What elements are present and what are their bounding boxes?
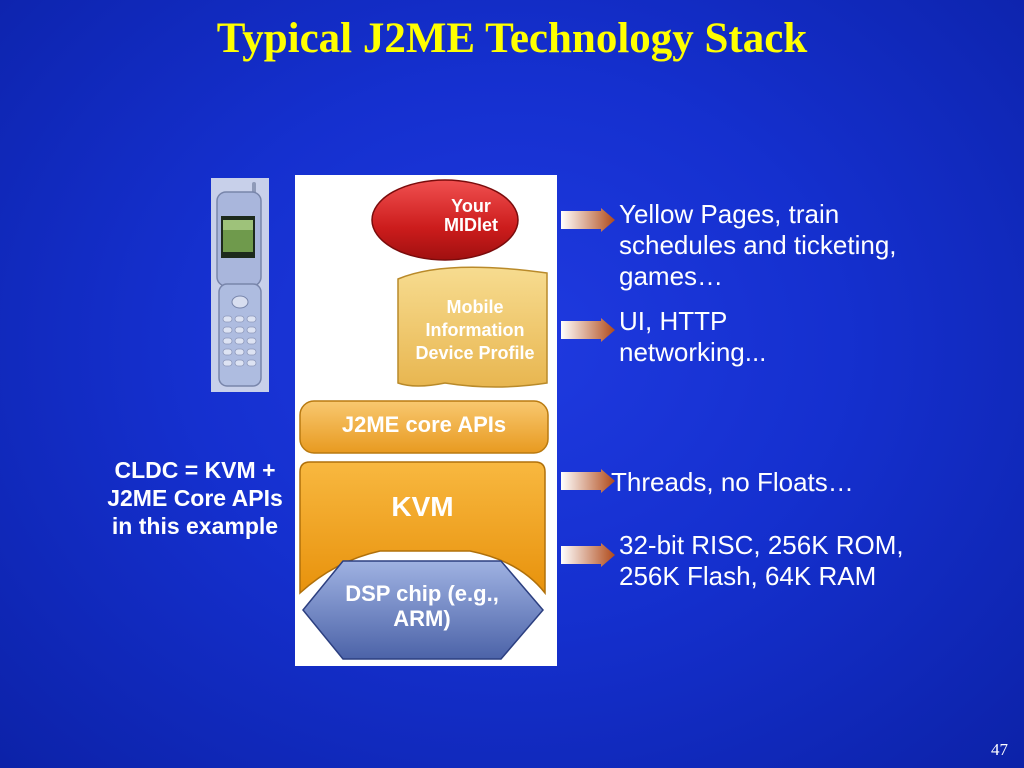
note-midp: UI, HTTP networking... <box>619 306 767 368</box>
note-kvm: Threads, no Floats… <box>611 467 854 497</box>
note-dsp: 32-bit RISC, 256K ROM, 256K Flash, 64K R… <box>619 530 904 592</box>
technology-stack-diagram: Your MIDlet Mobile Information Device Pr… <box>295 175 557 666</box>
dsp-layer <box>302 560 544 660</box>
arrow-right-icon <box>561 543 615 567</box>
core-apis-layer <box>299 400 549 454</box>
arrow-right-icon <box>561 469 615 493</box>
arrow-right-icon <box>561 318 615 342</box>
flip-phone-icon <box>211 178 269 392</box>
midp-layer <box>397 266 548 388</box>
midlet-layer <box>371 179 519 261</box>
cldc-note: CLDC = KVM + J2ME Core APIs in this exam… <box>107 457 283 540</box>
slide-title: Typical J2ME Technology Stack <box>216 15 808 62</box>
kvm-label: KVM <box>391 491 454 522</box>
arrow-right-icon <box>561 208 615 232</box>
dsp-label: DSP chip (e.g., ARM) <box>345 581 499 632</box>
note-midlet: Yellow Pages, train schedules and ticket… <box>619 199 897 292</box>
midlet-label: Your MIDlet <box>444 196 498 235</box>
midp-label: Mobile Information Device Profile <box>415 297 535 364</box>
core-apis-label: J2ME core APIs <box>341 412 507 437</box>
page-number: 47 <box>991 740 1008 759</box>
